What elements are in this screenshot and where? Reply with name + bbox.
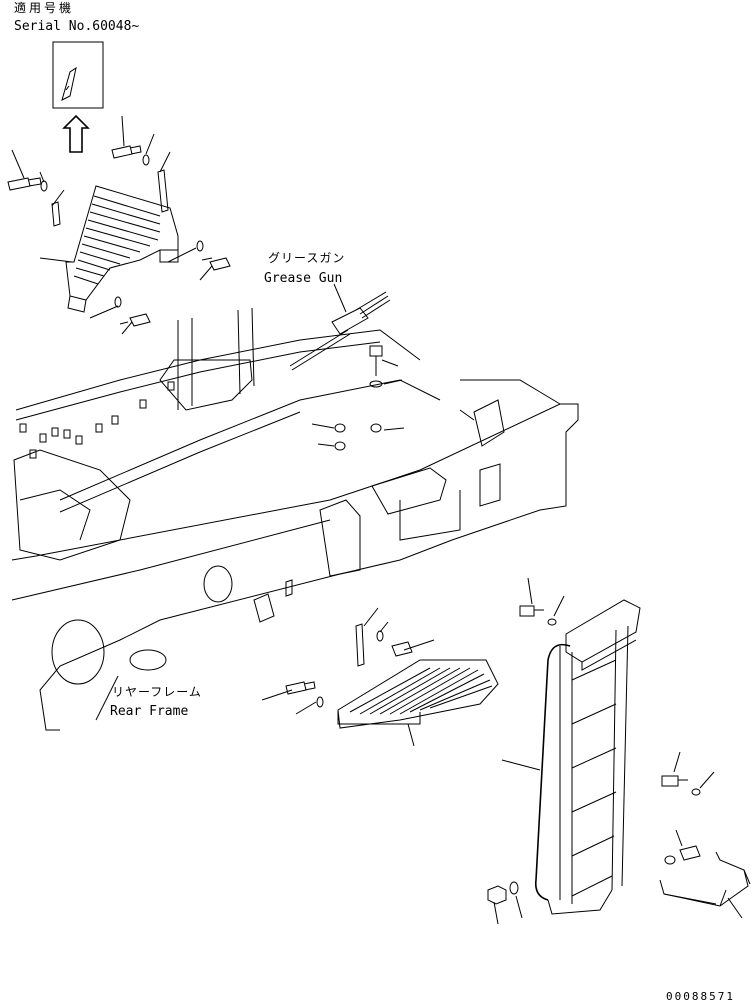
up-arrow-icon: [62, 114, 90, 153]
drawing-number: 00088571: [666, 990, 735, 1003]
middle-step-assembly: [261, 607, 499, 747]
upper-step-assembly: [7, 115, 231, 335]
serial-inset: [52, 41, 104, 153]
rear-frame: [11, 307, 579, 731]
ladder-assembly: [487, 577, 641, 925]
grease-gun-jp-label: グリースガン: [268, 251, 345, 265]
rear-frame-jp-label: リヤーフレーム: [112, 685, 202, 699]
rear-frame-en-label: Rear Frame: [110, 704, 188, 719]
grease-gun-en-label: Grease Gun: [264, 271, 342, 286]
lower-right-bracket: [659, 751, 751, 919]
rear-frame-callout: リヤーフレーム Rear Frame: [95, 675, 202, 721]
grease-gun: グリースガン Grease Gun: [264, 251, 391, 371]
applicable-models-label: 適用号機: [14, 0, 74, 15]
serial-number-label: Serial No.60048~: [14, 19, 139, 34]
